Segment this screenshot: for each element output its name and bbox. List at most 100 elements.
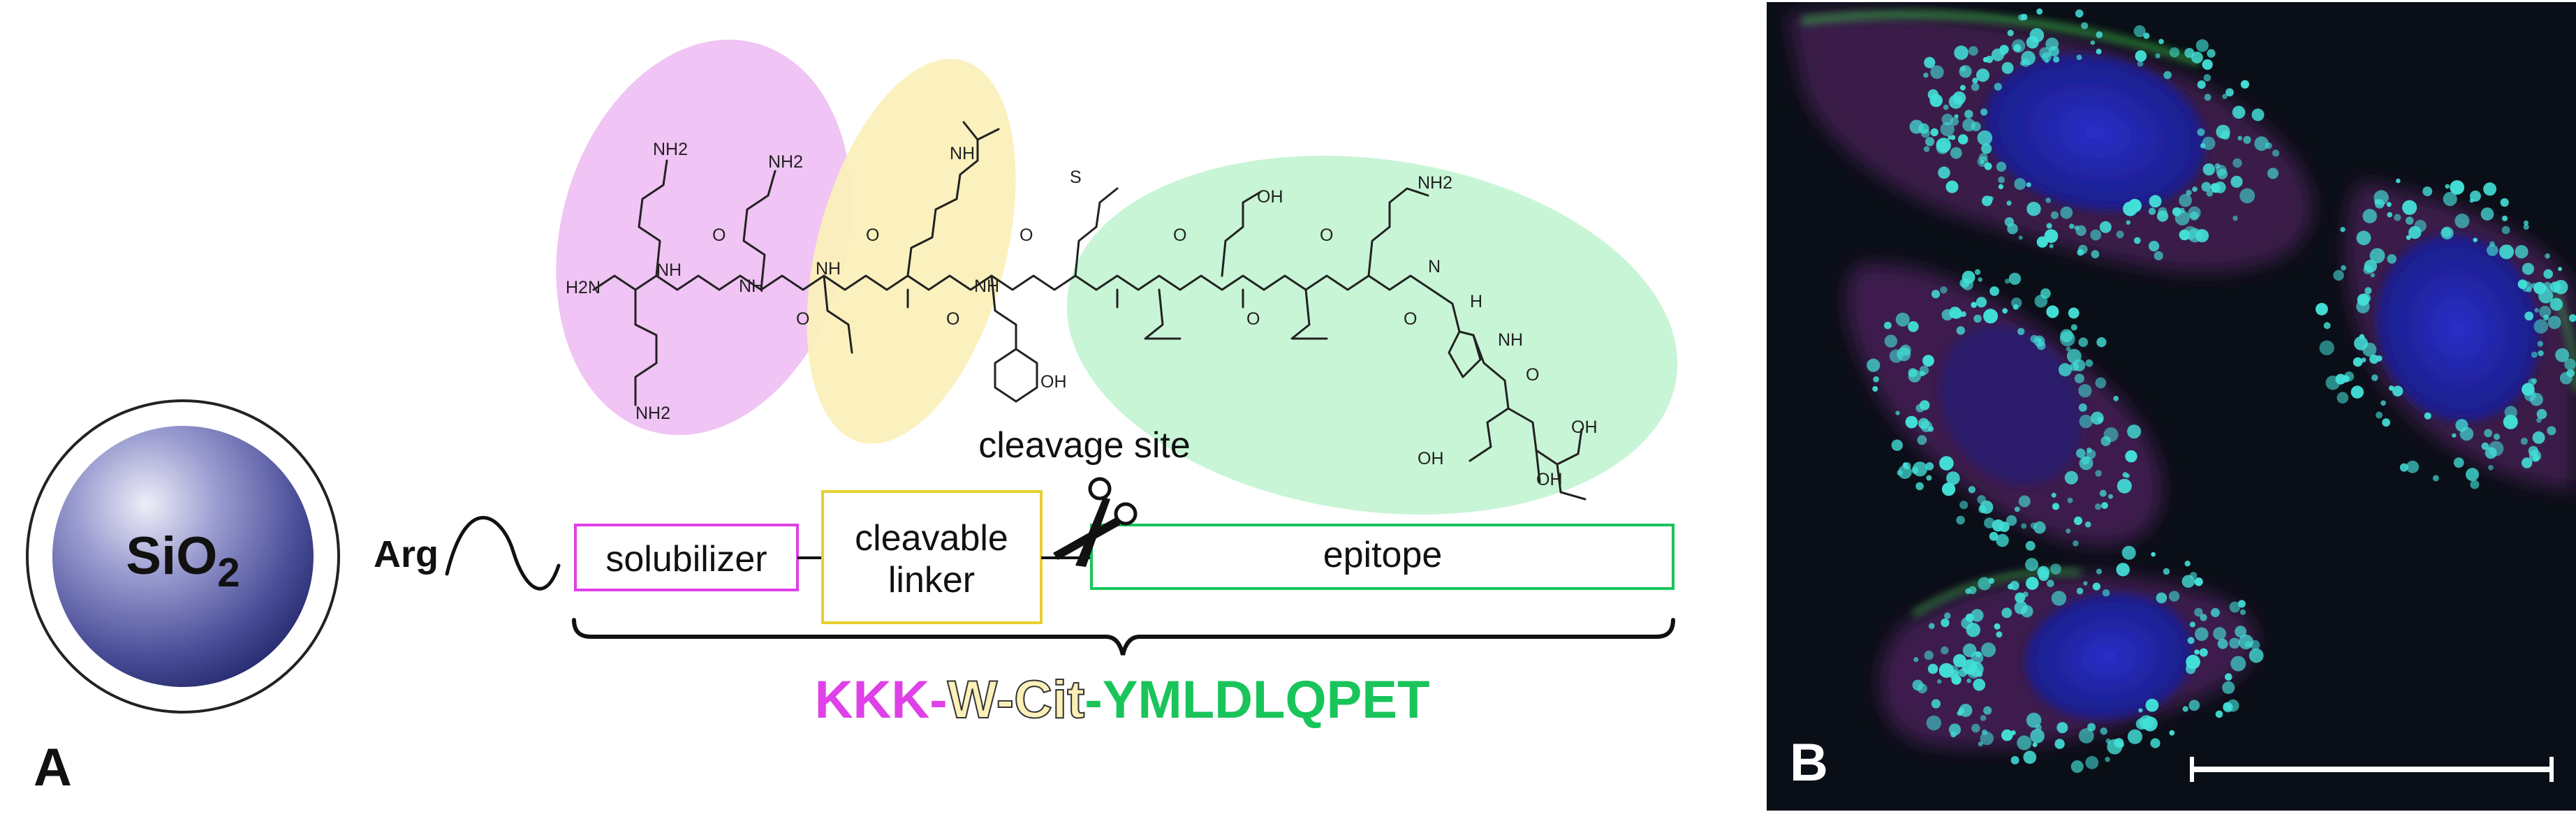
vesicle-dot (2536, 408, 2547, 420)
vesicle-dot (2035, 724, 2042, 731)
vesicle-dot (1959, 278, 1969, 288)
vesicle-dot (2499, 244, 2514, 260)
vesicle-dot (2200, 614, 2207, 621)
vesicle-dot (1895, 411, 1900, 415)
svg-text:O: O (796, 309, 809, 329)
vesicle-dot (2414, 219, 2427, 232)
vesicle-dot (1994, 82, 2002, 91)
svg-text:OH: OH (1571, 418, 1598, 437)
vesicle-dot (2037, 566, 2050, 579)
vesicle-dot (1952, 91, 1966, 105)
vesicle-dot (2543, 269, 2553, 279)
vesicle-dot (1974, 269, 1981, 275)
vesicle-dot (1968, 661, 1984, 677)
vesicle-dot (2488, 465, 2494, 471)
arg-label: Arg (374, 533, 439, 575)
vesicle-dot (2066, 346, 2071, 352)
vesicle-dot (2095, 470, 2102, 477)
vesicle-dot (1924, 57, 1936, 68)
vesicle-dot (2017, 327, 2025, 335)
cleavage-site-label: cleavage site (978, 425, 1191, 466)
vesicle-dot (2186, 189, 2192, 196)
vesicle-dot (1959, 704, 1973, 717)
silica-particle: SiO2 (26, 399, 340, 714)
vesicle-dot (2103, 427, 2119, 442)
vesicle-dot (2480, 207, 2494, 221)
svg-text:NH2: NH2 (635, 404, 670, 423)
vesicle-dot (1956, 515, 1965, 525)
vesicle-dot (2189, 621, 2195, 628)
vesicle-dot (2207, 49, 2216, 58)
vesicle-dot (2079, 456, 2093, 471)
vesicle-dot (2047, 579, 2054, 587)
vesicle-dot (2251, 108, 2265, 121)
particle-label: SiO2 (126, 526, 240, 596)
vesicle-dot (1968, 486, 1976, 494)
svg-text:NH2: NH2 (1418, 173, 1452, 193)
vesicle-dot (2405, 216, 2414, 225)
vesicle-dot (2202, 136, 2216, 150)
vesicle-dot (1980, 715, 1987, 721)
vesicle-dot (2356, 230, 2371, 246)
vesicle-dot (1889, 349, 1904, 363)
vesicle-dot (2014, 506, 2020, 512)
vesicle-dot (1975, 651, 1982, 658)
vesicle-dot (1999, 45, 2009, 54)
vesicle-dot (2148, 207, 2156, 215)
vesicle-dot (1982, 195, 1992, 207)
vesicle-dot (2450, 180, 2465, 195)
vesicle-dot (2216, 124, 2230, 139)
vesicle-dot (2230, 656, 2246, 672)
vesicle-dot (1949, 669, 1959, 679)
sequence-solubilizer: KKK- (815, 670, 948, 730)
solubilizer-label: solubilizer (605, 539, 767, 579)
vesicle-dot (1975, 297, 1987, 308)
vesicle-dot (2222, 94, 2228, 99)
vesicle-dot (2522, 263, 2534, 275)
vesicle-dot (2530, 392, 2543, 406)
vesicle-dot (2364, 287, 2372, 295)
svg-text:H: H (1470, 292, 1482, 311)
vesicle-dot (2239, 188, 2255, 204)
vesicle-dot (2387, 212, 2392, 218)
vesicle-dot (2101, 502, 2108, 509)
vesicle-dot (1962, 118, 1975, 132)
vesicle-dot (2341, 265, 2346, 271)
vesicle-dot (2272, 149, 2280, 157)
vesicle-dot (2135, 50, 2147, 62)
panel-b: B (1767, 2, 2576, 811)
vesicle-dot (2336, 392, 2349, 404)
vesicle-dot (2319, 340, 2334, 355)
svg-text:NH: NH (950, 144, 975, 163)
vesicle-dot (2026, 182, 2031, 188)
vesicle-dot (2050, 211, 2059, 219)
vesicle-dot (2250, 640, 2260, 650)
svg-text:O: O (1404, 309, 1417, 329)
vesicle-dot (2265, 142, 2272, 149)
vesicle-dot (2522, 457, 2533, 468)
vesicle-dot (2151, 552, 2156, 557)
vesicle-dot (2222, 681, 2235, 695)
vesicle-dot (2197, 128, 2205, 136)
vesicle-dot (1872, 386, 1878, 392)
vesicle-dot (2085, 359, 2093, 367)
vesicle-dot (2558, 267, 2562, 272)
vesicle-dot (1898, 465, 1912, 479)
svg-text:N: N (1428, 257, 1441, 276)
vesicle-dot (2203, 74, 2211, 82)
vesicle-dot (2128, 198, 2142, 213)
vesicle-dot (1977, 130, 1993, 146)
vesicle-dot (2149, 195, 2162, 208)
vesicle-dot (1911, 466, 1919, 474)
vesicle-dot (2026, 577, 2039, 590)
vesicle-dot (1891, 439, 1903, 451)
vesicle-dot (1923, 146, 1930, 152)
epitope-box (1090, 524, 1675, 590)
vesicle-dot (2536, 418, 2542, 423)
vesicle-dot (2380, 400, 2386, 406)
vesicle-dot (2090, 229, 2102, 241)
svg-text:NH: NH (656, 260, 682, 280)
vesicle-dot (2078, 403, 2087, 412)
vesicle-dot (2050, 563, 2061, 575)
vesicle-dot (2239, 609, 2246, 615)
